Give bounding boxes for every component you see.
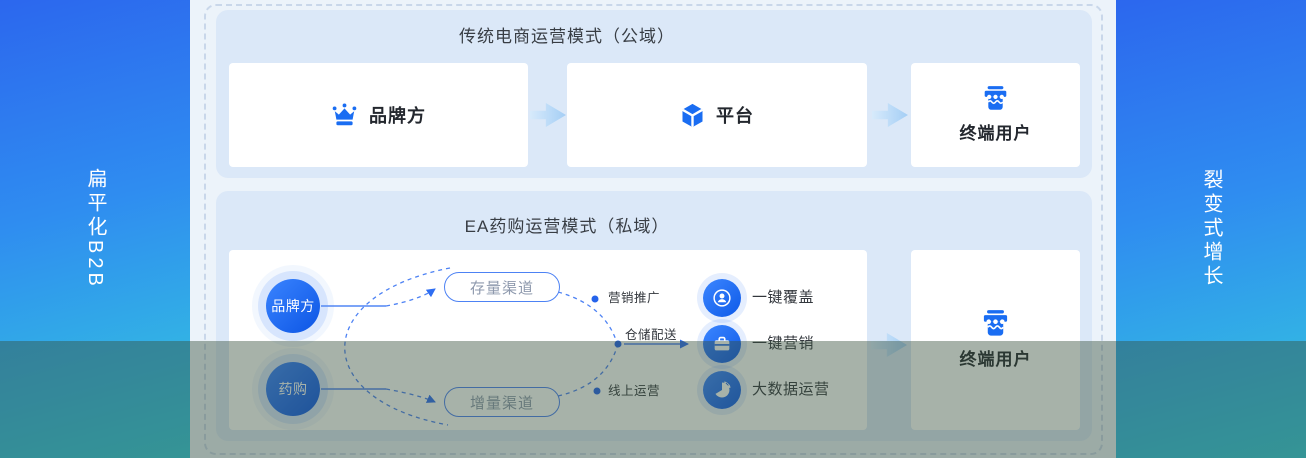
user-coverage-icon (711, 287, 733, 309)
touchpoint-online-ops-label: 线上运营 (608, 384, 661, 398)
stock-channel-label: 存量渠道 (469, 279, 534, 297)
dashed-frame (204, 4, 1103, 455)
stock-channel-box: 存量渠道 (444, 272, 560, 302)
brand-node-label: 品牌方 (369, 106, 426, 126)
briefcase-icon (711, 333, 733, 355)
store-icon (981, 310, 1010, 338)
enduser-node-card-public: 终端用户 (911, 63, 1080, 167)
incremental-channel-box: 增量渠道 (444, 387, 560, 417)
enduser-node-label-private: 终端用户 (959, 350, 1032, 369)
enduser-node-label-public: 终端用户 (959, 124, 1032, 143)
brand-source-label: 品牌方 (271, 298, 315, 314)
dim-overlay (0, 341, 1306, 458)
enduser-node-card-private: 终端用户 (911, 250, 1080, 430)
store-icon (982, 86, 1009, 112)
panel-private-title: EA药购运营模式（私域） (464, 217, 670, 236)
banner-right-label: 裂变式增长 (1200, 169, 1222, 289)
capability-circle (703, 279, 741, 317)
panel-public-title: 传统电商运营模式（公域） (459, 27, 675, 46)
capability-coverage-label: 一键覆盖 (752, 289, 815, 306)
touchpoint-warehouse-label: 仓储配送 (625, 328, 678, 342)
crown-icon (331, 103, 358, 127)
touchpoint-marketing-label: 营销推广 (608, 291, 661, 305)
banner-left-label: 扁平化B2B (84, 168, 106, 290)
banner-right: 裂变式增长 (1116, 0, 1306, 458)
cube-icon (680, 103, 705, 128)
capability-marketing-label: 一键营销 (752, 335, 815, 352)
brand-node-card: 品牌方 (229, 63, 528, 167)
yaogou-source-circle: 药购 (266, 362, 320, 416)
pie-chart-icon (711, 379, 733, 401)
brand-source-circle: 品牌方 (266, 279, 320, 333)
capability-bigdata-label: 大数据运营 (752, 381, 830, 398)
capability-circle (703, 325, 741, 363)
platform-node-label: 平台 (716, 106, 754, 126)
banner-left: 扁平化B2B (0, 0, 190, 458)
capability-circle (703, 371, 741, 409)
yaogou-source-label: 药购 (278, 381, 308, 397)
connector-lines (321, 267, 689, 426)
incremental-channel-label: 增量渠道 (469, 394, 534, 412)
platform-node-card: 平台 (567, 63, 867, 167)
